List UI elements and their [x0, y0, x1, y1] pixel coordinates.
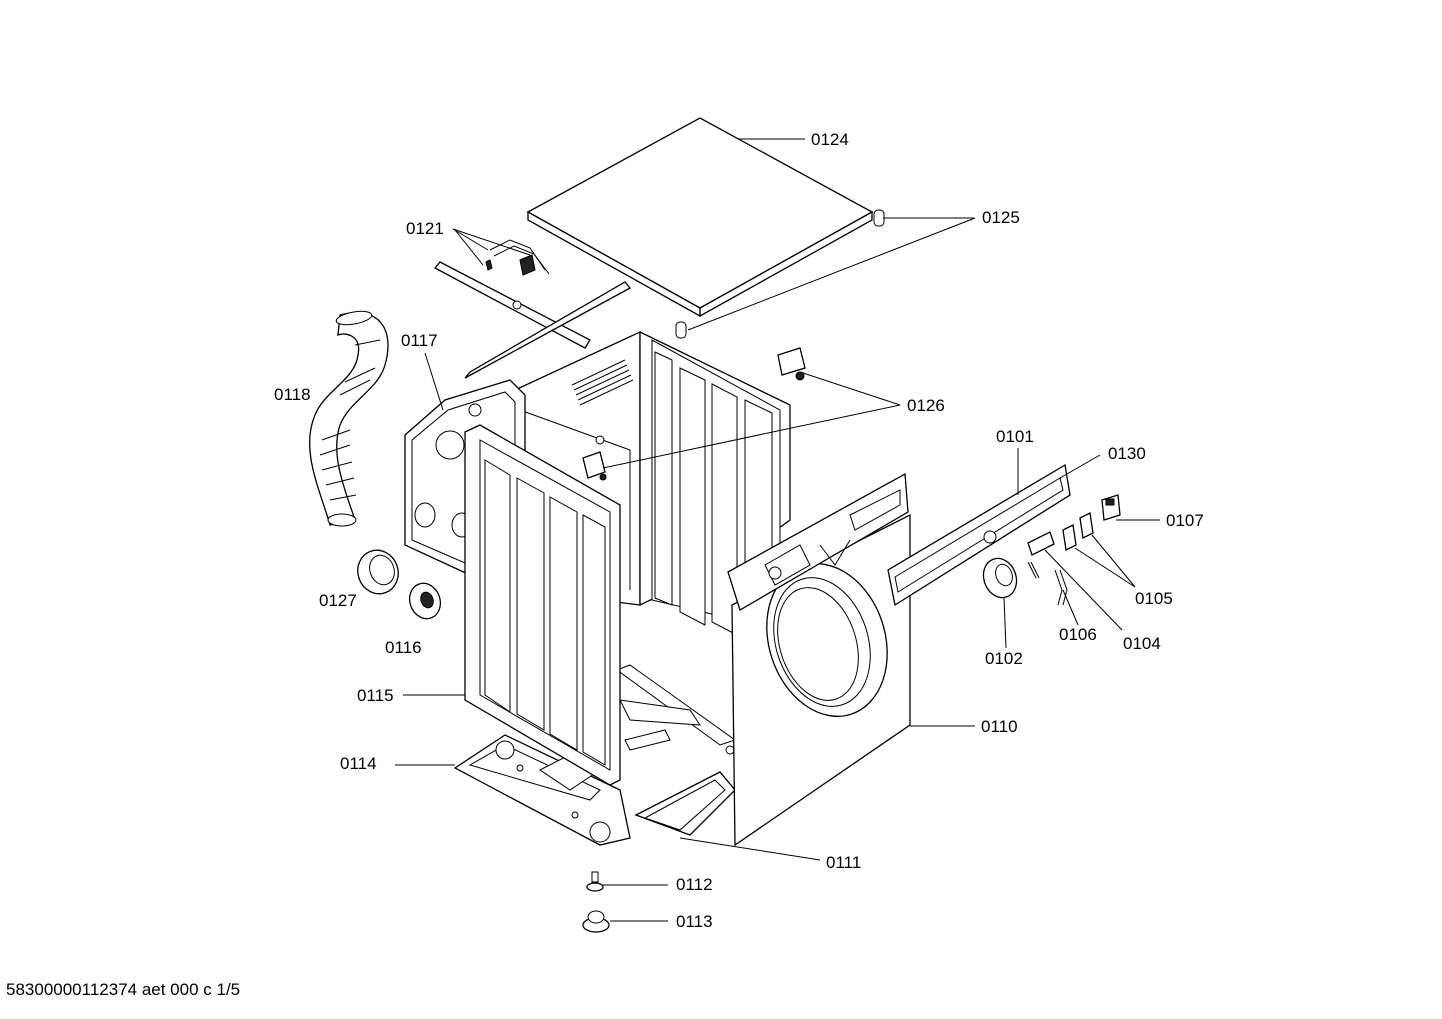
label-0117: 0117 [401, 331, 438, 350]
front-panel [731, 513, 911, 847]
label-0102: 0102 [985, 649, 1023, 668]
vent-grill [571, 359, 634, 406]
programme-selector [1027, 531, 1055, 579]
wiring-harness [485, 239, 550, 276]
label-0113: 0113 [676, 912, 713, 931]
label-0105: 0105 [1135, 589, 1173, 608]
label-0116: 0116 [385, 638, 422, 657]
leader-lines [395, 138, 1160, 922]
label-0114: 0114 [340, 754, 377, 773]
label-0106: 0106 [1059, 625, 1097, 644]
label-0104: 0104 [1123, 634, 1161, 653]
switch-module [1101, 494, 1121, 521]
label-0118: 0118 [274, 385, 311, 404]
adjustable-foot [586, 871, 604, 892]
bottom-cover [634, 771, 736, 836]
push-button [1062, 512, 1094, 551]
part-labels: 0124 0125 0121 0117 0118 0126 0101 0130 … [274, 130, 1204, 931]
light-conductor [1054, 569, 1068, 606]
label-0126: 0126 [907, 396, 945, 415]
exhaust-hose [308, 310, 389, 527]
top-lid [526, 117, 874, 318]
label-0124: 0124 [811, 130, 849, 149]
label-0111: 0111 [826, 853, 861, 872]
drawing-reference: 58300000112374 aet 000 c 1/5 [6, 980, 241, 999]
label-0127: 0127 [319, 591, 357, 610]
label-0115: 0115 [357, 686, 394, 705]
label-0125: 0125 [982, 208, 1020, 227]
label-0101: 0101 [996, 427, 1034, 446]
top-cross-bar [433, 261, 632, 379]
side-panel [464, 424, 621, 786]
filter-cap [408, 582, 442, 620]
label-0110: 0110 [981, 717, 1018, 736]
control-panel-fascia [887, 463, 1071, 607]
label-0121: 0121 [406, 219, 444, 238]
selector-knob [982, 557, 1018, 599]
hose-adapter [357, 549, 399, 595]
label-0130: 0130 [1108, 444, 1146, 463]
label-0107: 0107 [1166, 511, 1204, 530]
foot-cap [582, 910, 610, 933]
upper-front-frame [727, 472, 909, 611]
interference-suppressor [582, 347, 806, 481]
label-0112: 0112 [676, 875, 713, 894]
